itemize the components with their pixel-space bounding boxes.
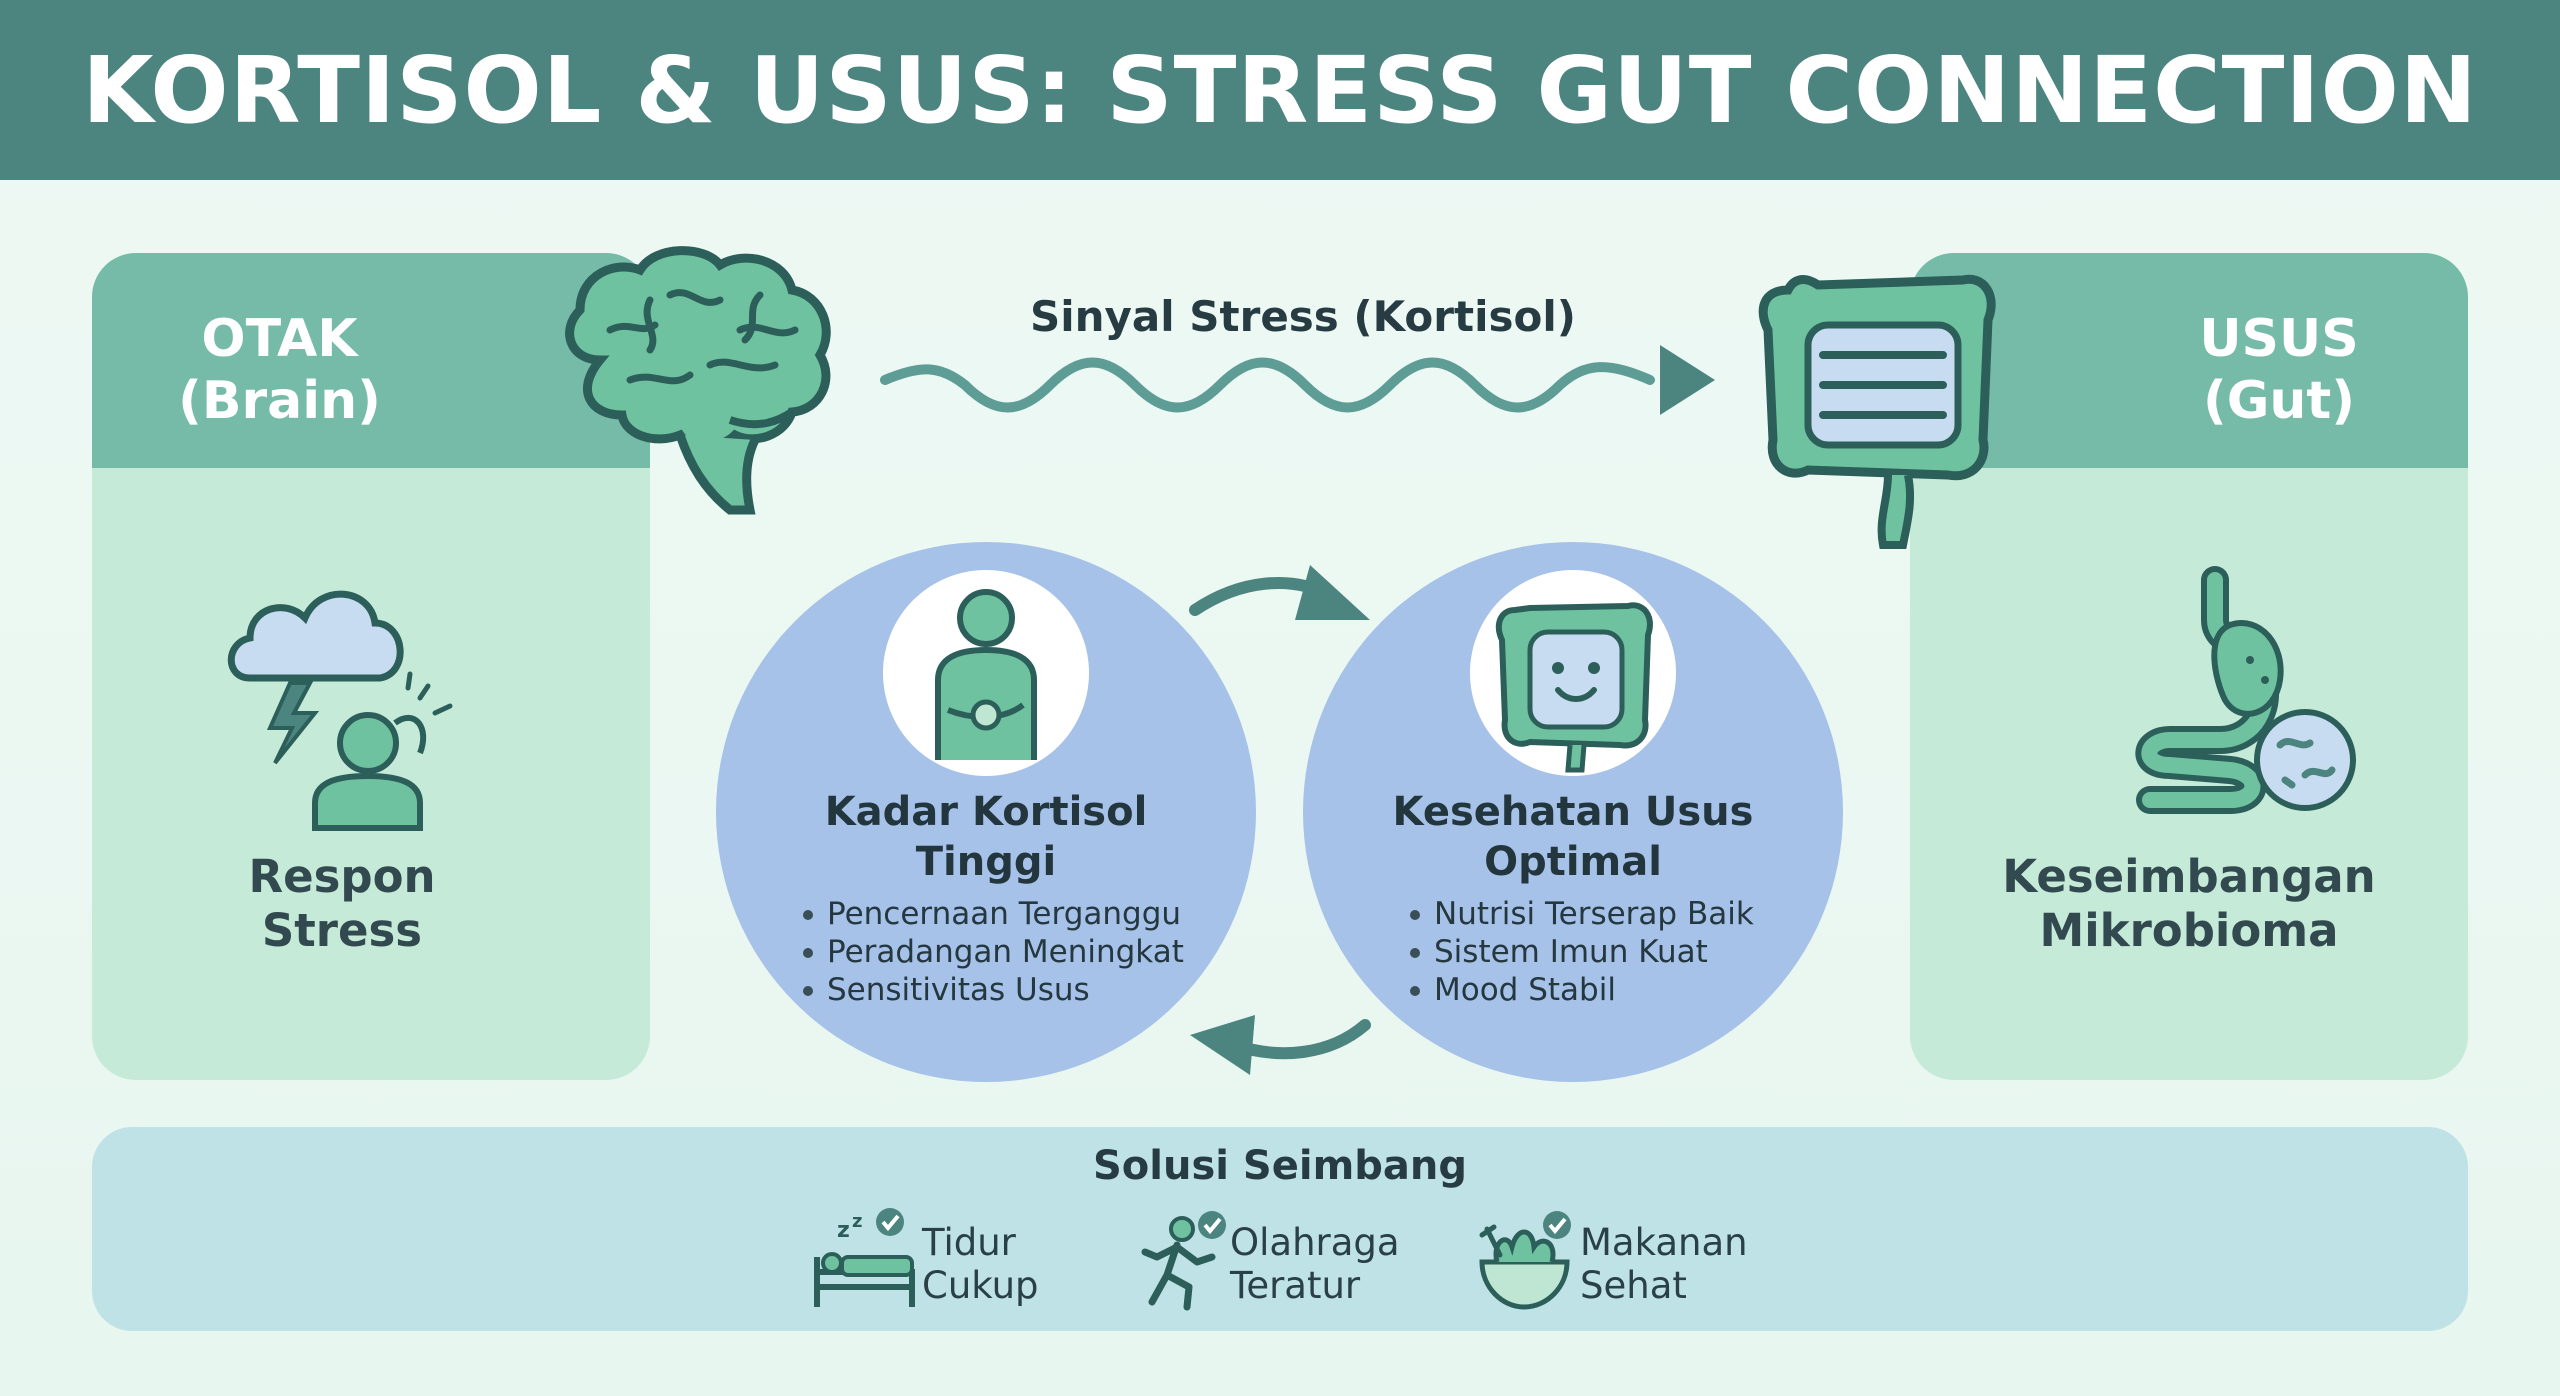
balanced-solutions-bar: Solusi Seimbang z z Tidur Cukup [92, 1127, 2468, 1331]
solution-sleep: z z Tidur Cukup [812, 1207, 1112, 1317]
healthy-gut-benefits-list: Nutrisi Terserap Baik Sistem Imun Kuat M… [1408, 895, 1754, 1009]
brain-panel-title: OTAK (Brain) [92, 308, 467, 432]
header-banner: KORTISOL & USUS: STRESS GUT CONNECTION [0, 0, 2560, 180]
brain-panel: OTAK (Brain) Respon Stress [92, 253, 650, 1080]
solution-exercise-line2: Teratur [1230, 1264, 1361, 1307]
svg-text:z: z [837, 1218, 850, 1243]
intestine-icon [1758, 274, 1996, 549]
list-item: Sensitivitas Usus [801, 971, 1184, 1009]
solution-sleep-line1: Tidur [922, 1221, 1016, 1264]
brain-subtitle: (Brain) [178, 371, 381, 431]
gut-panel: USUS (Gut) Keseimbangan Mikrobioma [1910, 253, 2468, 1080]
gut-panel-header [1910, 253, 2468, 468]
solution-sleep-line2: Cukup [922, 1264, 1039, 1307]
stress-response-line1: Respon [248, 850, 436, 903]
high-cortisol-title-line1: Kadar Kortisol [824, 789, 1148, 835]
high-cortisol-title-line2: Tinggi [915, 839, 1057, 885]
brain-title: OTAK [201, 309, 358, 369]
gut-title: USUS [2199, 309, 2359, 369]
brain-panel-header [92, 253, 650, 468]
high-cortisol-effects-list: Pencernaan Terganggu Peradangan Meningka… [801, 895, 1184, 1009]
stress-cloud-person-icon [227, 590, 453, 831]
microbiome-line1: Keseimbangan [2002, 850, 2376, 903]
stomach-microbiome-icon [2135, 566, 2356, 814]
badge [1470, 570, 1676, 776]
happy-intestine-icon [1495, 602, 1653, 773]
microbiome-line2: Mikrobioma [2039, 904, 2339, 957]
healthy-gut-title: Kesehatan Usus Optimal [1303, 787, 1843, 887]
list-item: Peradangan Meningkat [801, 933, 1184, 971]
healthy-gut-title-line1: Kesehatan Usus [1392, 789, 1754, 835]
badge [883, 570, 1089, 776]
gut-subtitle: (Gut) [2202, 371, 2356, 431]
solution-text: Olahraga Teratur [1230, 1221, 1400, 1307]
solutions-title: Solusi Seimbang [1093, 1143, 1467, 1189]
solution-exercise: Olahraga Teratur [1127, 1207, 1427, 1317]
stomach-ache-person-icon [935, 589, 1037, 760]
list-item: Pencernaan Terganggu [801, 895, 1184, 933]
signal-label: Sinyal Stress (Kortisol) [1030, 292, 1576, 341]
running-icon [1141, 1211, 1226, 1311]
healthy-gut-circle: Kesehatan Usus Optimal Nutrisi Terserap … [1303, 542, 1843, 1082]
stress-response-label: Respon Stress [92, 850, 592, 958]
cortisol-signal-wave-arrow [880, 345, 1715, 415]
solution-text: Makanan Sehat [1580, 1221, 1748, 1307]
cycle-arrow-forward [1189, 565, 1370, 620]
page-title: KORTISOL & USUS: STRESS GUT CONNECTION [82, 36, 2478, 144]
healthy-gut-title-line2: Optimal [1484, 839, 1662, 885]
microbiome-balance-label: Keseimbangan Mikrobioma [1910, 850, 2468, 958]
solution-food-line2: Sehat [1580, 1264, 1687, 1307]
solution-food-line1: Makanan [1580, 1221, 1748, 1264]
svg-text:z: z [852, 1211, 862, 1232]
solution-text: Tidur Cukup [922, 1221, 1039, 1307]
list-item: Nutrisi Terserap Baik [1408, 895, 1754, 933]
healthy-food-icon [1479, 1211, 1571, 1310]
brain-icon [565, 246, 831, 515]
list-item: Mood Stabil [1408, 971, 1754, 1009]
gut-panel-title: USUS (Gut) [2090, 308, 2468, 432]
cycle-arrow-back [1190, 1015, 1371, 1075]
high-cortisol-title: Kadar Kortisol Tinggi [716, 787, 1256, 887]
high-cortisol-circle: Kadar Kortisol Tinggi Pencernaan Tergang… [716, 542, 1256, 1082]
stress-response-line2: Stress [261, 904, 423, 957]
list-item: Sistem Imun Kuat [1408, 933, 1754, 971]
sleep-icon: z z [814, 1208, 915, 1307]
solution-food: Makanan Sehat [1472, 1207, 1792, 1317]
solution-exercise-line1: Olahraga [1230, 1221, 1400, 1264]
